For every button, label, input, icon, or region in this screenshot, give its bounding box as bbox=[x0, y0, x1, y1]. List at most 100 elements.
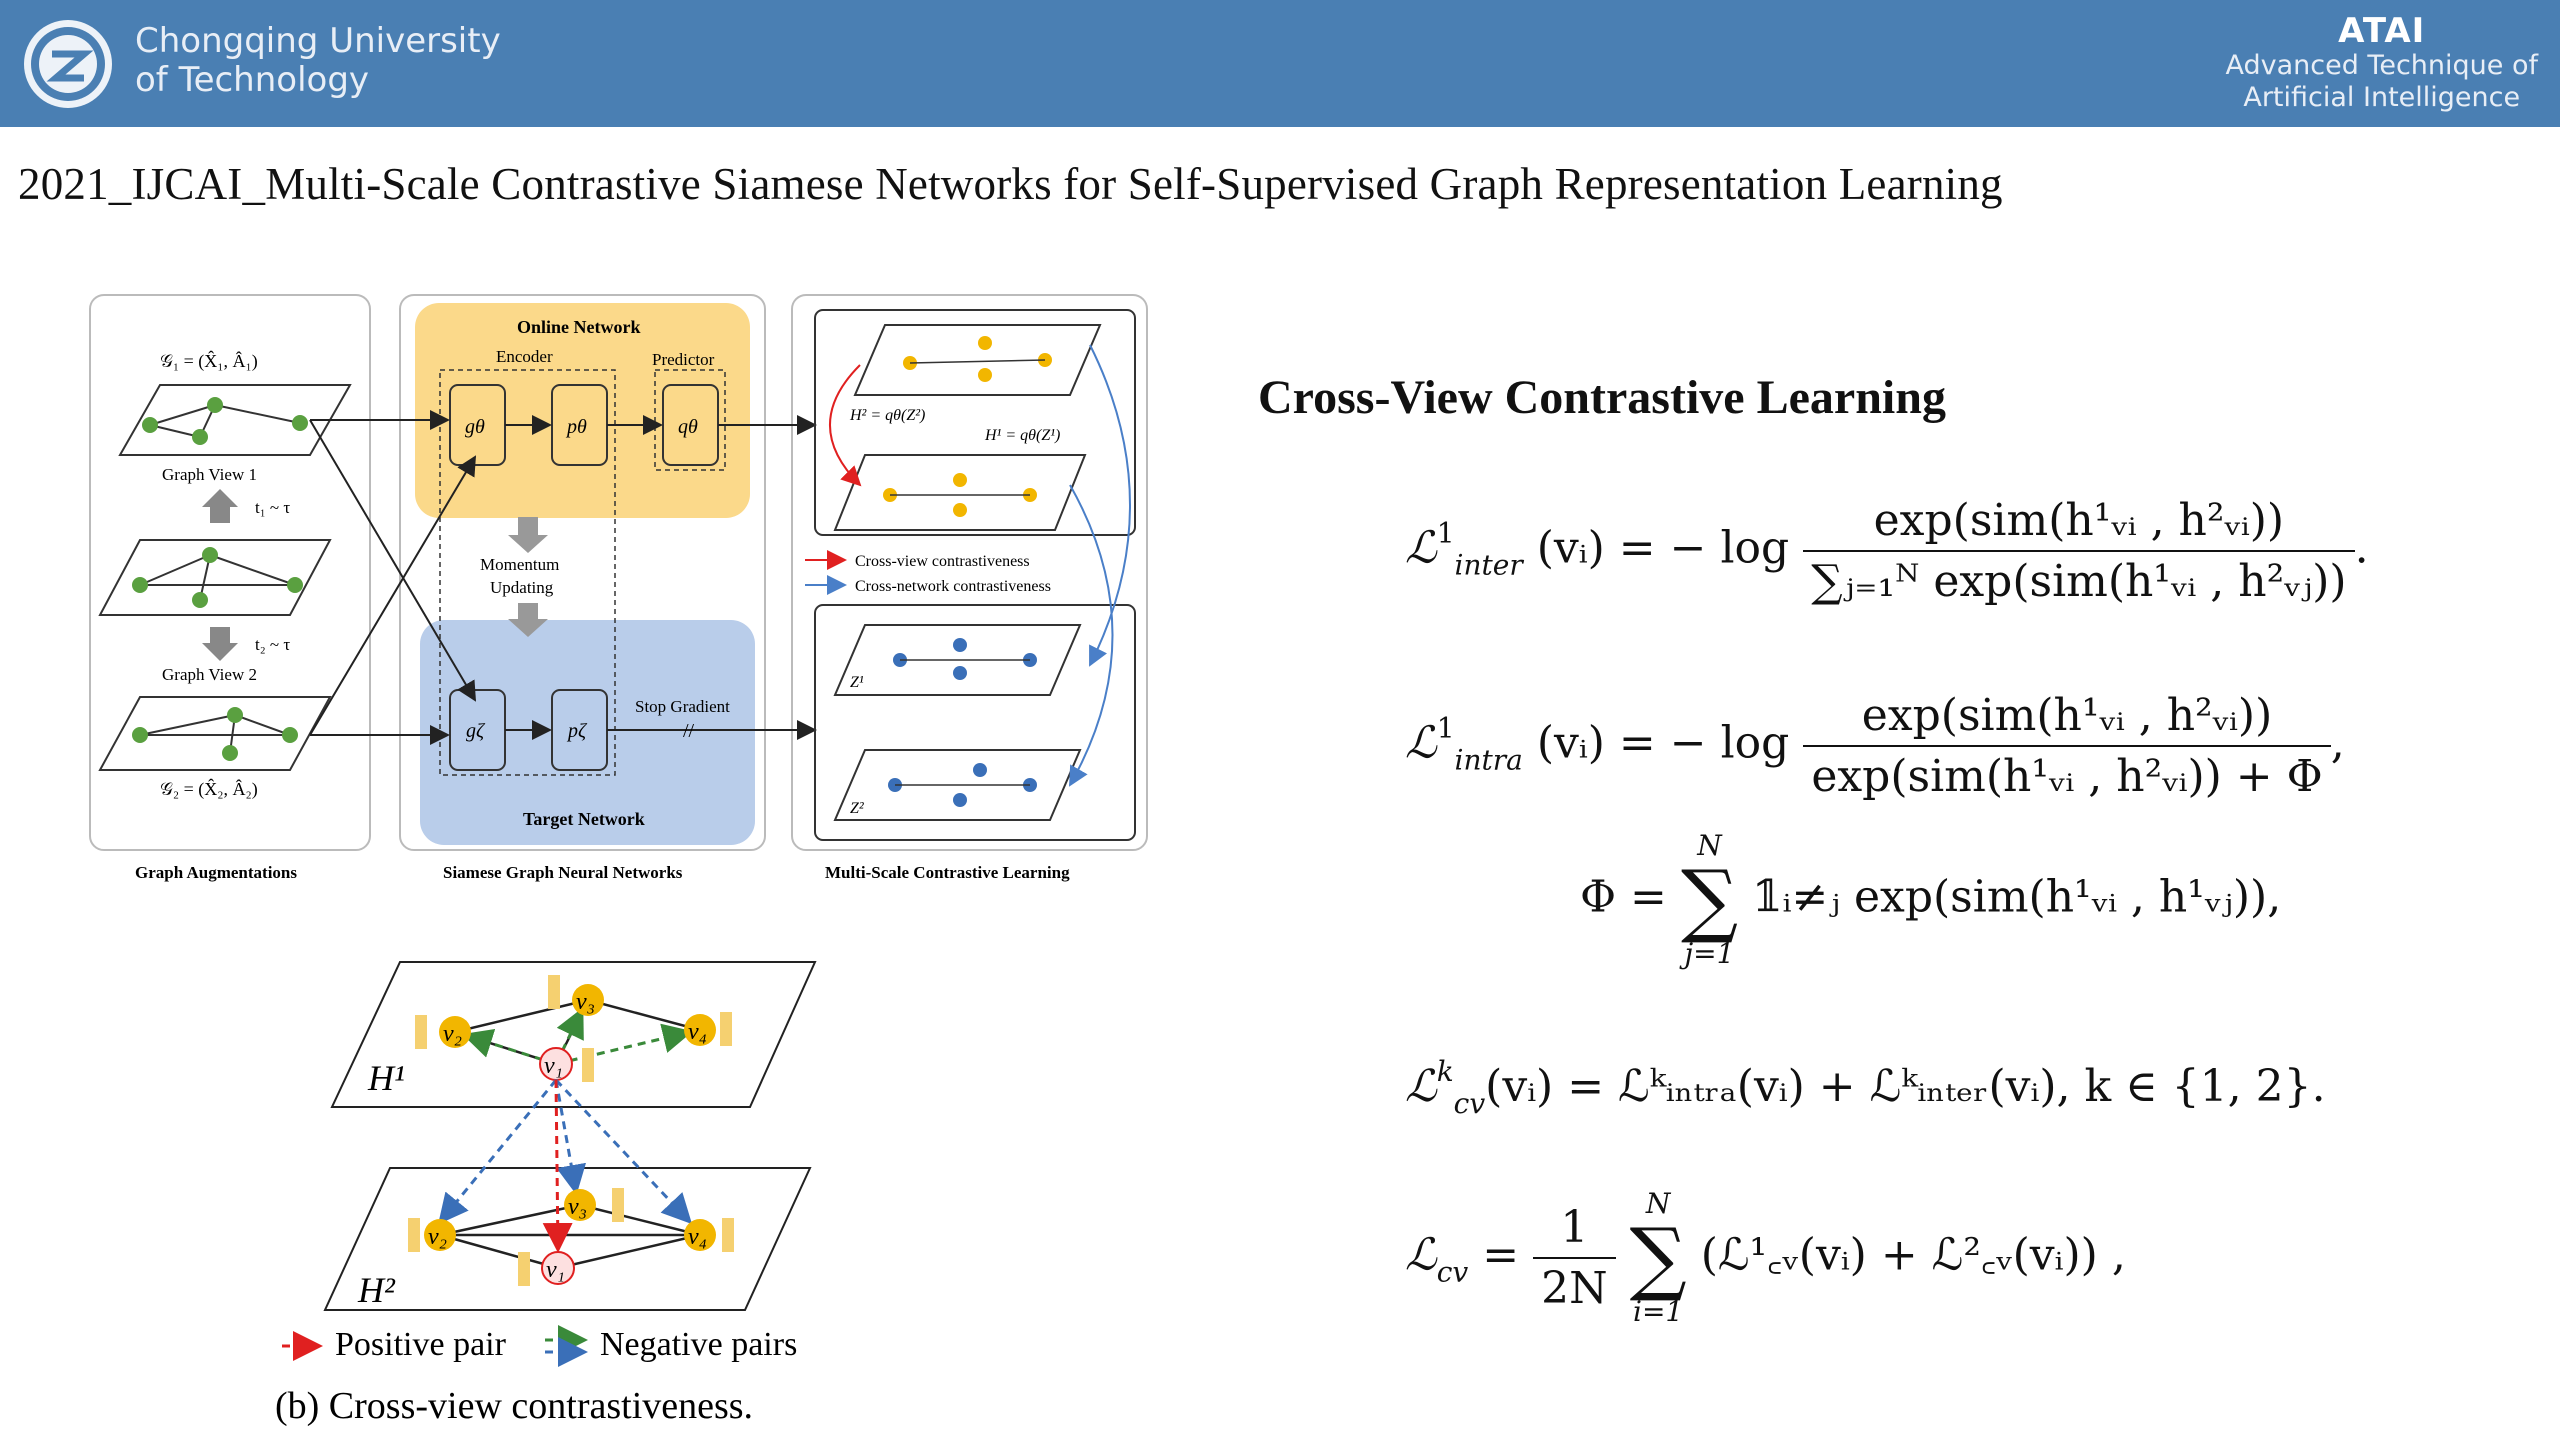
node-v4 bbox=[684, 1219, 716, 1251]
stop-gradient-label: Stop Gradient bbox=[635, 697, 730, 716]
down-arrow-icon bbox=[202, 627, 238, 661]
momentum-arrow-icon bbox=[508, 517, 548, 553]
feature-bar bbox=[518, 1252, 530, 1286]
graph-view-2-label: Graph View 2 bbox=[162, 665, 257, 684]
inter-numerator: exp(sim(h¹ᵥᵢ , h²ᵥᵢ)) bbox=[1803, 495, 2355, 552]
total-body: (ℒ¹꜀ᵥ(vᵢ) + ℒ²꜀ᵥ(vᵢ)) , bbox=[1700, 1229, 2126, 1281]
online-network-label: Online Network bbox=[517, 317, 641, 337]
target-network-label: Target Network bbox=[523, 809, 645, 829]
panel-label-contrastive: Multi-Scale Contrastive Learning bbox=[825, 863, 1070, 882]
z2-node bbox=[973, 763, 987, 777]
z2-label: Z² bbox=[850, 800, 865, 817]
stop-gradient-mark: // bbox=[683, 720, 695, 742]
g1-label: 𝒢₁ = (X̂₁, Â₁) bbox=[160, 350, 258, 372]
z1-node bbox=[953, 666, 967, 680]
phi-body: 𝟙ᵢ≠ⱼ exp(sim(h¹ᵥᵢ , h¹ᵥⱼ)), bbox=[1752, 871, 2282, 923]
graph-node bbox=[132, 577, 148, 593]
legend-positive: Positive pair bbox=[335, 1326, 507, 1363]
sum-icon: ∑ bbox=[1629, 1211, 1687, 1304]
lab-abbreviation: ATAI bbox=[2338, 11, 2426, 51]
graph-view-2-parallelogram bbox=[98, 696, 332, 771]
intra-sub: intra bbox=[1454, 743, 1523, 777]
panel-label-siamese: Siamese Graph Neural Networks bbox=[443, 863, 683, 882]
phi-sum: N∑j=1 bbox=[1681, 832, 1738, 968]
lab-name: ATAI Advanced Technique of Artificial In… bbox=[2225, 12, 2538, 114]
t1-label: t₁ ~ τ bbox=[255, 498, 290, 517]
legend-cross-network: Cross-network contrastiveness bbox=[855, 578, 1051, 595]
momentum-label: Momentum bbox=[480, 555, 559, 574]
h2-node bbox=[978, 336, 992, 350]
encoder-label: Encoder bbox=[496, 347, 553, 366]
graph-node bbox=[192, 429, 208, 445]
university-logo-icon bbox=[24, 20, 112, 108]
inter-sup: 1 bbox=[1436, 516, 1455, 550]
h1-label: H¹ bbox=[367, 1058, 405, 1098]
node-v1 bbox=[541, 1251, 575, 1285]
total-denominator: 2N bbox=[1541, 1263, 1608, 1314]
intra-tail: , bbox=[2330, 717, 2345, 769]
cv-sub: cv bbox=[1453, 1087, 1486, 1120]
feature-bar bbox=[415, 1015, 427, 1049]
intra-numerator: exp(sim(h¹ᵥᵢ , h²ᵥᵢ)) bbox=[1803, 690, 2331, 747]
graph-node bbox=[227, 707, 243, 723]
graph-node bbox=[207, 397, 223, 413]
intra-sup: 1 bbox=[1436, 711, 1455, 745]
augmentation-panel bbox=[89, 294, 371, 851]
graph-view-1-parallelogram bbox=[118, 384, 352, 456]
node-v3 bbox=[564, 1189, 596, 1221]
h1-label: H¹ = qθ(Z¹) bbox=[984, 427, 1060, 444]
h2-label: H² = qθ(Z²) bbox=[849, 407, 925, 424]
cv-body: (vᵢ) = ℒᵏᵢₙₜᵣₐ(vᵢ) + ℒᵏᵢₙₜₑᵣ(vᵢ), k ∈ {1… bbox=[1485, 1061, 2326, 1112]
graph-node bbox=[287, 577, 303, 593]
intra-arg: (vᵢ) = − log bbox=[1536, 717, 1790, 769]
node-v2-label: v₂ bbox=[443, 1021, 462, 1047]
p-theta-label: pθ bbox=[565, 416, 587, 438]
panel-label-augmentations: Graph Augmentations bbox=[135, 863, 297, 882]
cross-view-arc bbox=[829, 364, 862, 487]
node-v4 bbox=[684, 1014, 716, 1046]
graph-node bbox=[292, 415, 308, 431]
total-eq: = bbox=[1482, 1229, 1520, 1281]
cross-network-arc-1 bbox=[1089, 344, 1131, 667]
h2-node bbox=[978, 368, 992, 382]
cv-sup: k bbox=[1436, 1055, 1454, 1088]
h2-label: H² bbox=[357, 1270, 396, 1310]
feature-bar bbox=[612, 1188, 624, 1222]
z1-node bbox=[953, 638, 967, 652]
university-line-2: of Technology bbox=[135, 60, 370, 100]
node-v3-label: v₃ bbox=[568, 1194, 587, 1220]
intra-fraction: exp(sim(h¹ᵥᵢ , h²ᵥᵢ))exp(sim(h¹ᵥᵢ , h²ᵥᵢ… bbox=[1803, 690, 2331, 802]
momentum-arrow-2-icon bbox=[508, 603, 548, 637]
inter-denominator: ∑ⱼ₌₁ᴺ exp(sim(h¹ᵥᵢ , h²ᵥⱼ)) bbox=[1811, 556, 2347, 607]
h1-plane bbox=[833, 454, 1087, 531]
equation-phi: Φ = N∑j=1 𝟙ᵢ≠ⱼ exp(sim(h¹ᵥᵢ , h¹ᵥⱼ)), bbox=[1580, 832, 2281, 968]
node-v3-label: v₃ bbox=[576, 989, 595, 1015]
sum-icon: ∑ bbox=[1680, 853, 1739, 946]
total-sum-bottom: i=1 bbox=[1633, 1295, 1684, 1328]
phi-lhs: Φ = bbox=[1580, 871, 1667, 923]
g-zeta-label: gζ bbox=[466, 720, 486, 742]
inter-lhs: ℒ bbox=[1405, 522, 1437, 574]
z1-label: Z¹ bbox=[850, 674, 864, 691]
h2-plane bbox=[323, 1167, 812, 1311]
node-v2 bbox=[424, 1219, 456, 1251]
graph-node bbox=[202, 547, 218, 563]
h1-node bbox=[953, 473, 967, 487]
cross-network-arc-2 bbox=[1069, 484, 1114, 787]
node-v4-label: v₄ bbox=[688, 1019, 707, 1045]
inter-arg: (vᵢ) = − log bbox=[1536, 522, 1790, 574]
z2-node bbox=[953, 793, 967, 807]
total-sub: cv bbox=[1436, 1255, 1469, 1289]
t2-label: t₂ ~ τ bbox=[255, 635, 290, 654]
lab-line-2: Artificial Intelligence bbox=[2243, 82, 2521, 113]
h2-plane bbox=[853, 324, 1102, 396]
total-sum: N∑i=1 bbox=[1630, 1190, 1687, 1326]
intra-denominator: exp(sim(h¹ᵥᵢ , h²ᵥᵢ)) + Φ bbox=[1811, 751, 2323, 802]
slide-title: 2021_IJCAI_Multi-Scale Contrastive Siame… bbox=[18, 159, 2003, 209]
graph-node bbox=[132, 727, 148, 743]
node-v3 bbox=[572, 984, 604, 1016]
equation-intra: ℒ1intra (vᵢ) = − log exp(sim(h¹ᵥᵢ , h²ᵥᵢ… bbox=[1405, 690, 2345, 802]
node-v2-label: v₂ bbox=[428, 1224, 447, 1250]
